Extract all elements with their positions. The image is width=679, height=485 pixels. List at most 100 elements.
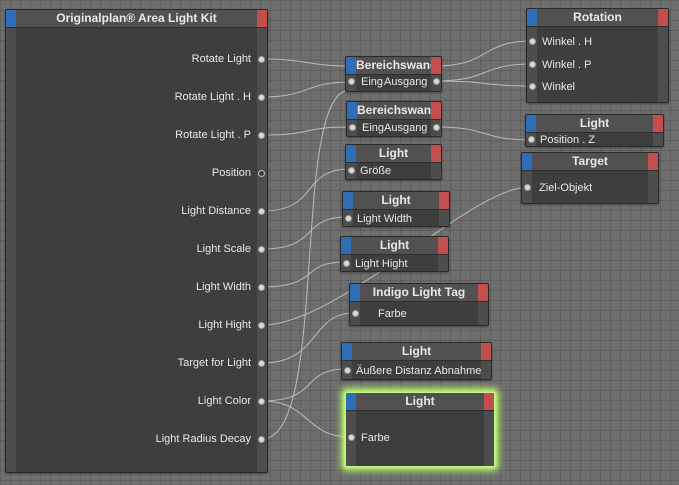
port-target-output[interactable] (258, 360, 265, 367)
wire-rotate-light (261, 58, 351, 67)
port-distanz-abnahme-input[interactable] (344, 367, 351, 374)
port-light-width-input[interactable] (345, 215, 352, 222)
rotation-node[interactable]: Rotation Winkel . H Winkel . P Winkel (526, 8, 669, 103)
output-tab[interactable] (431, 102, 441, 119)
indigo-light-tag-node[interactable]: Indigo Light Tag Farbe (349, 283, 489, 326)
input-tab[interactable] (526, 115, 536, 132)
port-label-distanz-abnahme: Äußere Distanz Abnahme (356, 365, 482, 377)
output-tab[interactable] (484, 393, 494, 410)
port-rotate-light-h-output[interactable] (258, 94, 265, 101)
port-light-width-output[interactable] (258, 284, 265, 291)
port-label-position-z: Position . Z (540, 134, 596, 146)
input-tab[interactable] (342, 343, 352, 360)
output-column (438, 255, 448, 271)
port-farbe-input[interactable] (352, 310, 359, 317)
output-column (648, 171, 658, 203)
wire-radius-decay (261, 89, 351, 440)
input-tab[interactable] (343, 192, 353, 209)
input-tab[interactable] (346, 145, 356, 162)
port-winkel-h-input[interactable] (529, 38, 536, 45)
input-tab[interactable] (346, 393, 356, 410)
range-mapper-node-1[interactable]: Bereichswandler Eingang Ausgang (345, 56, 442, 92)
output-tab[interactable] (257, 10, 267, 27)
output-tab[interactable] (431, 145, 441, 162)
wire-light-color-b (261, 400, 351, 438)
node-header: Indigo Light Tag (350, 284, 488, 302)
port-ausgang-output[interactable] (433, 78, 440, 85)
port-label-winkel: Winkel (542, 81, 576, 93)
node-header: Light (346, 393, 494, 411)
port-label-light-radius-decay: Light Radius Decay (155, 433, 251, 445)
node-title: Target (572, 154, 608, 168)
port-label-light-hight: Light Hight (355, 258, 408, 270)
input-tab[interactable] (350, 284, 360, 301)
input-tab[interactable] (346, 57, 356, 74)
port-label-ausgang: Ausgang (384, 122, 428, 134)
port-label-light-scale: Light Scale (196, 243, 251, 255)
light-hight-node[interactable]: Light Light Hight (340, 236, 449, 272)
target-node[interactable]: Target Ziel-Objekt (521, 152, 659, 204)
input-tab[interactable] (522, 153, 532, 170)
port-label-farbe: Farbe (378, 308, 407, 320)
output-tab[interactable] (438, 237, 448, 254)
port-light-radius-decay-output[interactable] (258, 436, 265, 443)
node-title: Indigo Light Tag (372, 285, 466, 299)
port-position-z-input[interactable] (528, 136, 535, 143)
node-header: Rotation (527, 9, 668, 27)
input-column (6, 28, 16, 472)
port-label-target-for-light: Target for Light (177, 357, 251, 369)
port-ausgang-output[interactable] (433, 124, 440, 131)
port-ziel-objekt-input[interactable] (524, 184, 531, 191)
port-label-light-width: Light Width (357, 213, 413, 225)
port-label-rotate-light-p: Rotate Light . P (175, 129, 251, 141)
wire-light-scale (261, 216, 348, 250)
port-light-hight-output[interactable] (258, 322, 265, 329)
light-width-node[interactable]: Light Light Width (342, 191, 450, 227)
port-label-light-hight: Light Hight (198, 319, 251, 331)
output-tab[interactable] (653, 115, 663, 132)
node-header: Light (526, 115, 663, 133)
port-light-scale-output[interactable] (258, 246, 265, 253)
wire-light-width (261, 261, 346, 288)
light-position-node[interactable]: Light Position . Z (525, 114, 664, 147)
port-label-ausgang: Ausgang (384, 76, 428, 88)
port-light-hight-input[interactable] (343, 260, 350, 267)
input-tab[interactable] (341, 237, 351, 254)
port-eingang-input[interactable] (348, 78, 355, 85)
node-header: Light (346, 145, 441, 163)
output-tab[interactable] (648, 153, 658, 170)
node-title: Light (579, 116, 610, 130)
port-position-output[interactable] (258, 170, 265, 177)
output-tab[interactable] (481, 343, 491, 360)
light-color-node-selected[interactable]: Light Farbe (345, 392, 495, 467)
port-groesse-input[interactable] (348, 167, 355, 174)
output-tab[interactable] (431, 57, 441, 74)
port-winkel-p-input[interactable] (529, 61, 536, 68)
node-header: Light (342, 343, 491, 361)
node-title: Light (401, 344, 432, 358)
output-column (484, 411, 494, 466)
port-rotate-light-p-output[interactable] (258, 132, 265, 139)
range-mapper-node-2[interactable]: Bereichswandler Eingang Ausgang (346, 101, 442, 137)
port-rotate-light-output[interactable] (258, 56, 265, 63)
wire-ausgang1-w (435, 80, 533, 87)
light-falloff-node[interactable]: Light Äußere Distanz Abnahme (341, 342, 492, 380)
port-light-distance-output[interactable] (258, 208, 265, 215)
output-tab[interactable] (478, 284, 488, 301)
node-title: Light (405, 394, 435, 408)
output-column (439, 210, 449, 226)
output-tab[interactable] (439, 192, 449, 209)
input-tab[interactable] (347, 102, 357, 119)
input-tab[interactable] (527, 9, 537, 26)
output-tab[interactable] (658, 9, 668, 26)
port-eingang-input[interactable] (349, 124, 356, 131)
light-size-node[interactable]: Light Größe (345, 144, 442, 180)
port-light-color-output[interactable] (258, 398, 265, 405)
node-header: Bereichswandler (347, 102, 441, 120)
area-light-kit-node[interactable]: Originalplan® Area Light Kit Rotate Ligh… (5, 9, 268, 473)
port-winkel-input[interactable] (529, 83, 536, 90)
port-farbe-input[interactable] (348, 434, 355, 441)
node-title: Light (378, 146, 409, 160)
input-tab[interactable] (6, 10, 16, 27)
output-column (653, 133, 663, 146)
